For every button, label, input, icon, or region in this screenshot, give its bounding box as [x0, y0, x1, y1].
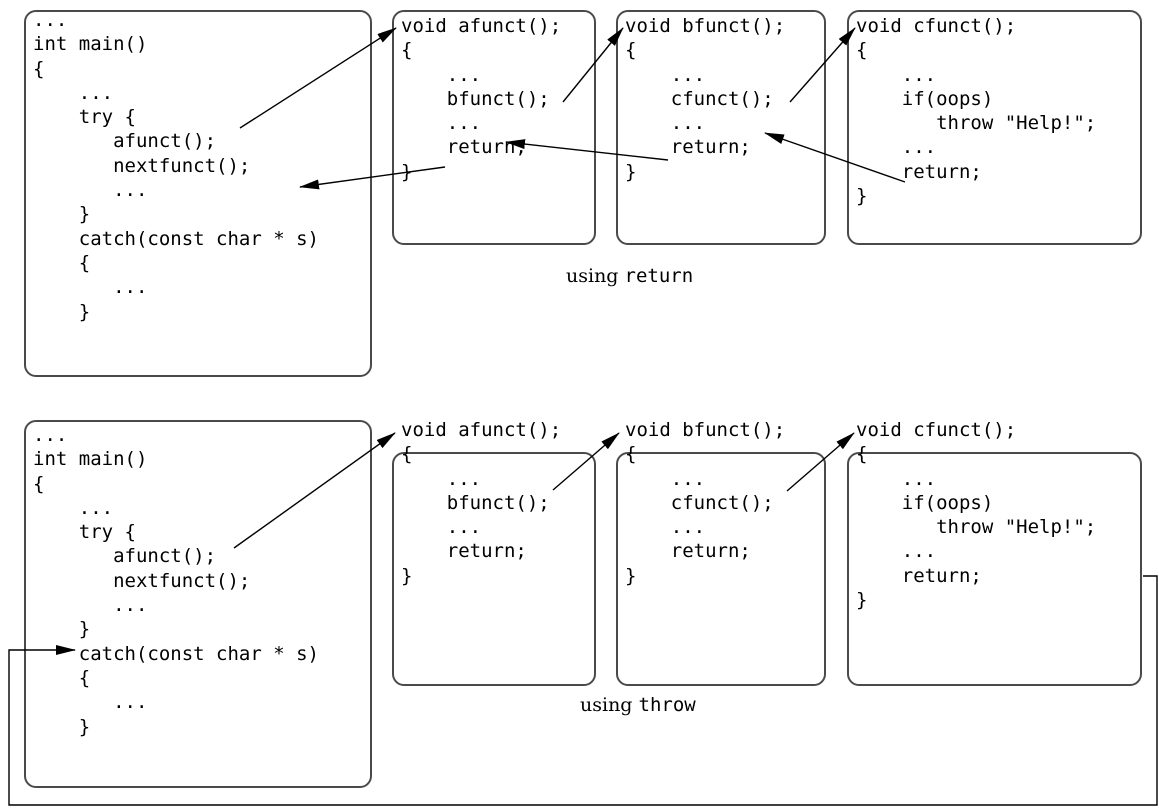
throw-main-code: ...int main(){ ... try { afunct(); nextf…: [33, 423, 319, 739]
code-line: afunct();: [33, 545, 217, 568]
throw-cfunct-code: void cfunct();{ ... if(oops) throw "Help…: [856, 418, 1096, 612]
code-line: }: [401, 160, 413, 183]
code-line: ...: [625, 112, 706, 135]
code-line: bfunct();: [401, 491, 550, 514]
code-line: }: [856, 185, 868, 208]
code-line: return;: [856, 160, 982, 183]
code-line: ...: [33, 81, 114, 104]
return-afunct-code: void afunct();{ ... bfunct(); ... return…: [401, 14, 561, 184]
return-main-code: ...int main(){ ... try { afunct(); nextf…: [33, 8, 319, 324]
code-line: nextfunct();: [33, 154, 251, 177]
code-line: ...: [625, 516, 706, 539]
code-line: cfunct();: [625, 491, 774, 514]
code-line: ...: [33, 691, 148, 714]
code-line: }: [33, 715, 91, 738]
code-line: void afunct();: [401, 15, 562, 37]
code-line: {: [856, 443, 868, 466]
code-line: }: [33, 203, 91, 226]
code-line: ...: [856, 63, 937, 86]
code-line: }: [625, 564, 637, 587]
code-line: ...: [401, 112, 482, 135]
code-line: ...: [33, 179, 148, 202]
code-line: ...: [33, 9, 68, 31]
code-line: if(oops): [856, 491, 994, 514]
code-line: }: [856, 589, 868, 612]
code-line: {: [33, 251, 91, 274]
throw-bfunct-code: void bfunct();{ ... cfunct(); ... return…: [625, 418, 785, 588]
code-line: }: [33, 300, 91, 323]
code-line: }: [401, 564, 413, 587]
code-line: try {: [33, 106, 136, 129]
code-line: {: [33, 472, 45, 495]
return-cfunct-code: void cfunct();{ ... if(oops) throw "Help…: [856, 14, 1096, 208]
throw-caption-keyword: throw: [638, 694, 696, 716]
code-line: {: [625, 443, 637, 466]
code-line: {: [33, 57, 45, 80]
code-line: int main(): [33, 448, 148, 471]
code-line: ...: [856, 467, 937, 490]
code-line: }: [625, 160, 637, 183]
code-line: void cfunct();: [856, 15, 1017, 37]
code-line: catch(const char * s): [33, 227, 319, 250]
code-line: void bfunct();: [625, 419, 786, 441]
code-line: nextfunct();: [33, 569, 251, 592]
code-line: ...: [33, 594, 148, 617]
code-line: ...: [625, 63, 706, 86]
code-line: return;: [625, 136, 751, 159]
code-line: ...: [856, 540, 937, 563]
code-line: throw "Help!";: [856, 112, 1097, 135]
return-caption: using return: [566, 265, 693, 287]
return-cfunct-box: [847, 10, 1142, 245]
code-line: cfunct();: [625, 87, 774, 110]
code-line: return;: [401, 540, 527, 563]
throw-afunct-code: void afunct();{ ... bfunct(); ... return…: [401, 418, 561, 588]
code-line: void bfunct();: [625, 15, 786, 37]
return-caption-prefix: using: [566, 265, 625, 287]
code-line: afunct();: [33, 130, 217, 153]
throw-caption-prefix: using: [580, 694, 639, 716]
code-line: try {: [33, 521, 136, 544]
code-line: bfunct();: [401, 87, 550, 110]
return-bfunct-code: void bfunct();{ ... cfunct(); ... return…: [625, 14, 785, 184]
code-line: ...: [401, 63, 482, 86]
code-line: {: [401, 39, 413, 62]
throw-caption: using throw: [580, 694, 696, 716]
code-line: ...: [625, 467, 706, 490]
code-line: {: [856, 39, 868, 62]
code-line: ...: [856, 136, 937, 159]
code-line: ...: [33, 424, 68, 446]
return-afunct-box: [392, 10, 596, 245]
code-line: void afunct();: [401, 419, 562, 441]
code-line: {: [401, 443, 413, 466]
code-line: ...: [33, 496, 114, 519]
code-line: }: [33, 618, 91, 641]
code-line: {: [625, 39, 637, 62]
code-line: return;: [856, 564, 982, 587]
code-line: return;: [401, 136, 527, 159]
code-line: catch(const char * s): [33, 642, 319, 665]
code-line: throw "Help!";: [856, 516, 1097, 539]
code-line: ...: [401, 467, 482, 490]
code-line: return;: [625, 540, 751, 563]
code-line: {: [33, 666, 91, 689]
code-line: if(oops): [856, 87, 994, 110]
code-line: void cfunct();: [856, 419, 1017, 441]
code-line: int main(): [33, 33, 148, 56]
code-line: ...: [401, 516, 482, 539]
return-caption-keyword: return: [624, 265, 694, 287]
code-line: ...: [33, 276, 148, 299]
